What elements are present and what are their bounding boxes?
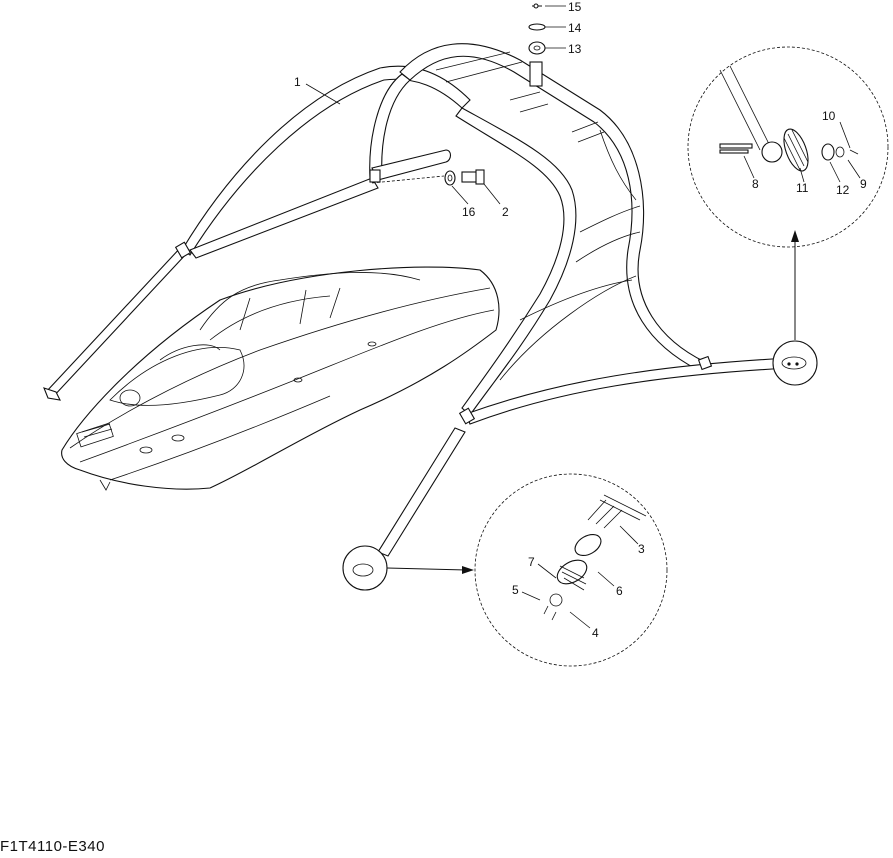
callout-6: 6 — [616, 584, 623, 598]
mount-detail-small-circles — [342, 340, 818, 591]
boat-illustration — [61, 266, 500, 491]
callout-12: 12 — [836, 183, 850, 197]
callout-2: 2 — [502, 205, 509, 219]
tower-frame — [43, 43, 791, 557]
callout-5: 5 — [512, 583, 519, 597]
lower-mount-detail — [474, 473, 668, 667]
callout-15: 15 — [568, 0, 582, 14]
diagram-code: F1T4110-E340 — [0, 838, 105, 855]
side-bolt-parts — [371, 169, 485, 186]
callout-13: 13 — [568, 42, 582, 56]
rear-mount-detail — [687, 46, 889, 248]
callout-14: 14 — [568, 21, 582, 35]
callout-7: 7 — [528, 555, 535, 569]
callout-1: 1 — [294, 75, 301, 89]
callout-4: 4 — [592, 626, 599, 640]
leader-lines — [305, 5, 861, 629]
callout-16: 16 — [462, 205, 476, 219]
callout-labels: 1 2 3 4 5 6 7 8 9 10 11 12 13 14 15 16 — [294, 0, 867, 640]
detail-arrows — [386, 230, 799, 574]
callout-10: 10 — [822, 109, 836, 123]
callout-3: 3 — [638, 542, 645, 556]
callout-8: 8 — [752, 177, 759, 191]
top-hardware-stack — [528, 3, 546, 55]
callout-9: 9 — [860, 177, 867, 191]
callout-11: 11 — [796, 181, 809, 195]
